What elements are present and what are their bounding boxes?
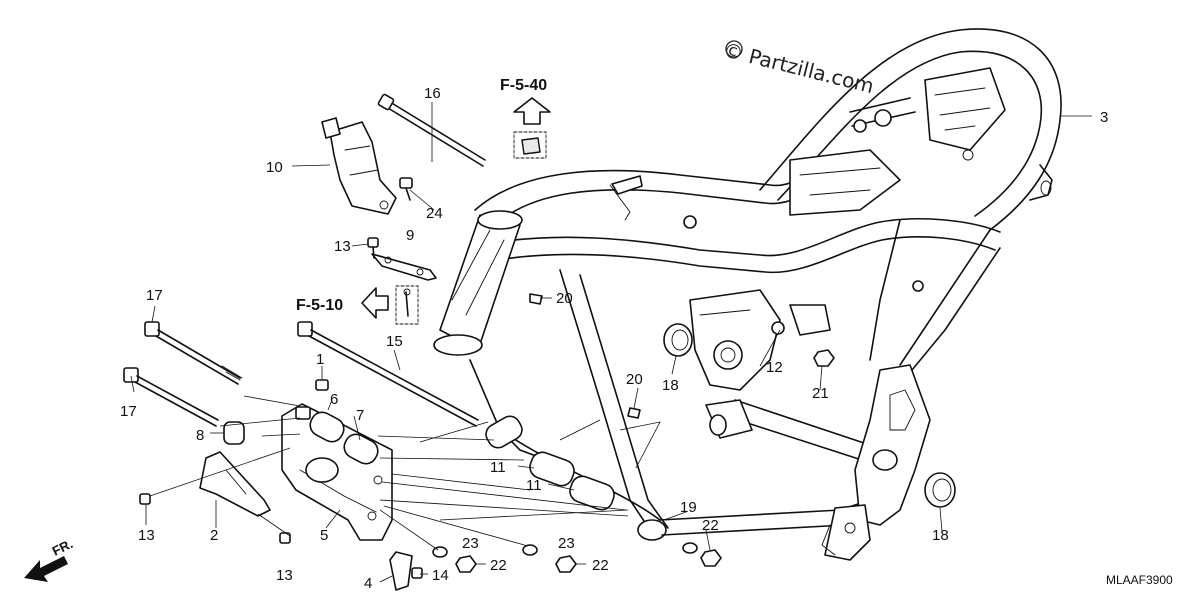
callout-5: 5: [320, 527, 328, 544]
part-18-grommet-upper: [663, 323, 693, 357]
watermark: © Partzilla.com: [721, 38, 877, 99]
arrow-left-icon: [361, 287, 389, 319]
part-4-bracket: [389, 551, 413, 591]
ref-part-left: [395, 285, 419, 325]
part-20-bolt-upper: [529, 293, 543, 305]
callout-13-lower: 13: [276, 567, 293, 584]
callout-10: 10: [266, 159, 283, 176]
part-24-bolt: [399, 177, 413, 201]
callout-18-upper: 18: [662, 377, 679, 394]
callout-11-upper: 11: [490, 459, 506, 476]
callout-17-upper: 17: [146, 287, 163, 304]
part-23-washer-a: [432, 546, 448, 558]
callout-4: 4: [364, 575, 372, 592]
callout-13-left: 13: [138, 527, 155, 544]
part-13-bolt-left: [139, 493, 151, 505]
callout-18-lower: 18: [932, 527, 949, 544]
part-23-washer-b: [522, 544, 538, 556]
part-13-bolt-upper: [367, 237, 379, 259]
arrow-up-icon: [513, 97, 551, 125]
ref-f-5-40: F-5-40: [500, 77, 547, 94]
main-frame: [433, 28, 1062, 561]
part-18-grommet-lower: [924, 472, 956, 508]
part-1-nut: [315, 379, 329, 391]
callout-13-upper: 13: [334, 238, 351, 255]
part-2-bracket: [199, 451, 271, 517]
part-15-bolt: [297, 321, 479, 427]
callout-1: 1: [316, 351, 324, 368]
callout-6: 6: [330, 391, 338, 408]
front-arrow-icon: [24, 556, 68, 582]
callout-22-c: 22: [702, 517, 719, 534]
copyright-icon: [725, 40, 743, 58]
callout-3: 3: [1100, 109, 1108, 126]
callout-15: 15: [386, 333, 403, 350]
callout-22-b: 22: [592, 557, 609, 574]
part-17-bolt-upper: [144, 321, 243, 385]
callout-8: 8: [196, 427, 204, 444]
ref-part-top: [513, 131, 547, 159]
part-14-bolt: [411, 567, 423, 579]
callout-21: 21: [812, 385, 829, 402]
part-19-washer: [682, 542, 698, 554]
callout-19: 19: [680, 499, 697, 516]
part-22-nut-c: [700, 549, 722, 567]
front-label: FR.: [50, 536, 75, 559]
callout-11-lower: 11: [526, 477, 542, 494]
part-17-bolt-lower: [123, 367, 219, 427]
part-16-bolt: [377, 93, 486, 167]
callout-23-a: 23: [462, 535, 479, 552]
callout-12: 12: [766, 359, 783, 376]
part-22-nut-b: [555, 555, 577, 573]
callout-20-lower: 20: [626, 371, 643, 388]
callout-16: 16: [424, 85, 441, 102]
part-22-nut-a: [455, 555, 477, 573]
part-11-collar-lower: [569, 475, 615, 511]
callout-22-a: 22: [490, 557, 507, 574]
part-11-collar-upper: [529, 451, 575, 487]
part-7-collar: [343, 433, 379, 465]
callout-24: 24: [426, 205, 443, 222]
callout-numbers: 3 16 10 24 9 13 20 18 12 21 20 17 17 15 …: [120, 85, 1108, 592]
callout-7: 7: [356, 407, 364, 424]
ref-f-5-10: F-5-10: [296, 297, 343, 314]
part-10-bracket: [321, 117, 397, 215]
leader-lines: [130, 102, 1092, 583]
callout-14: 14: [432, 567, 449, 584]
part-20-bolt-lower: [627, 407, 641, 419]
callout-23-b: 23: [558, 535, 575, 552]
callout-17-lower: 17: [120, 403, 137, 420]
part-9-bracket: [371, 253, 437, 281]
callout-20-upper: 20: [556, 290, 573, 307]
diagram-code: MLAAF3900: [1106, 573, 1173, 587]
part-21-nut: [813, 349, 835, 367]
callout-9: 9: [406, 227, 414, 244]
callout-2: 2: [210, 527, 218, 544]
part-6-collar: [309, 411, 345, 443]
